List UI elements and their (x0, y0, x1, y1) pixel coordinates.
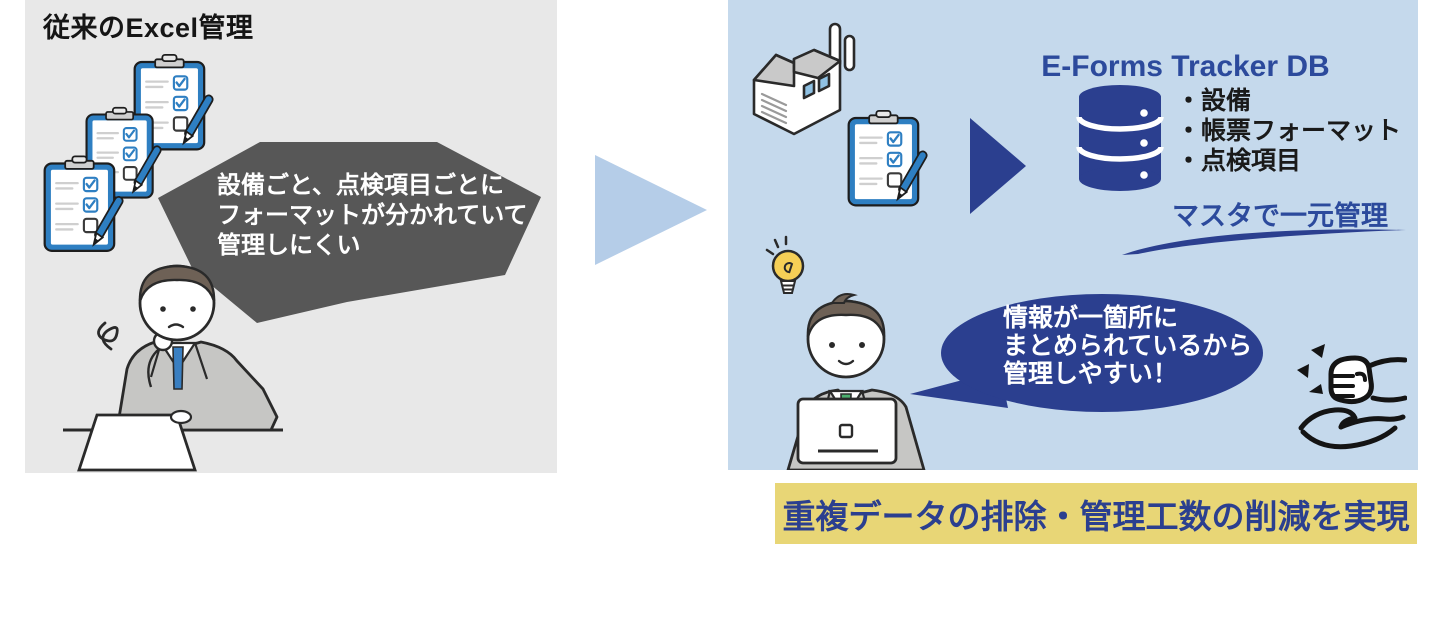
underline-swoosh (1122, 229, 1406, 255)
master-caption: マスタで一元管理 (1172, 201, 1388, 231)
speech-bubble-problem-text: 設備ごと、点検項目ごとに フォーマットが分かれていて 管理しにくい (217, 172, 528, 259)
left-panel-traditional-excel: 従来のExcel管理 設備ごと、点検項目ごとに フォーマットが分かれていて 管理… (25, 0, 557, 473)
fist-in-palm-icon (1297, 344, 1407, 450)
benefit-banner-text: 重複データの排除・管理工数の削減を実現 (782, 497, 1410, 535)
benefit-banner: 重複データの排除・管理工数の削減を実現 (775, 483, 1417, 544)
database-icon (1076, 85, 1164, 191)
left-panel-title: 従来のExcel管理 (43, 13, 254, 43)
happy-person-illustration (786, 293, 926, 470)
lightbulb-icon (765, 235, 805, 294)
speech-bubble-problem: 設備ごと、点検項目ごとに フォーマットが分かれていて 管理しにくい (158, 142, 541, 323)
db-title: E-Forms Tracker DB (1041, 50, 1330, 83)
db-item-list: ・設備 ・帳票フォーマット ・点検項目 (1176, 86, 1401, 176)
arrow-to-db-icon (970, 118, 1026, 214)
right-panel-eforms-tracker: E-Forms Tracker DB ・設備 ・帳票フォーマット ・点検項目 マ… (728, 0, 1418, 470)
arrow-between-panels-icon (595, 155, 707, 265)
worried-person-illustration (63, 264, 283, 472)
db-item: ・帳票フォーマット (1176, 117, 1402, 145)
worry-squiggle-icon (97, 321, 119, 351)
speech-bubble-solution: 情報が一箇所に まとめられているから 管理しやすい！ (941, 294, 1263, 412)
clipboard-icon (846, 109, 928, 209)
db-item: ・点検項目 (1176, 147, 1302, 175)
speech-bubble-solution-text: 情報が一箇所に まとめられているから 管理しやすい！ (1003, 304, 1253, 388)
db-item: ・設備 (1176, 87, 1252, 115)
factory-icon (752, 22, 856, 136)
